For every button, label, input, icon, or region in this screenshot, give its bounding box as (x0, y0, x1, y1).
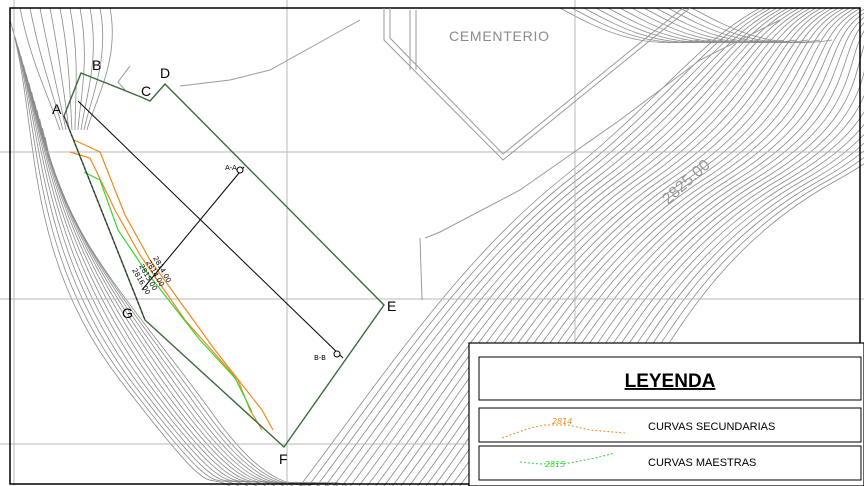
contour-line (691, 7, 833, 43)
master-curves (83, 171, 253, 413)
contour-line (358, 7, 800, 486)
contour-line (392, 7, 822, 486)
legend-master-sample (519, 452, 616, 465)
section-label-b-b: B-B (314, 354, 326, 362)
legend-secondary-label: CURVAS SECUNDARIAS (648, 421, 775, 433)
contour-line (49, 7, 70, 131)
contour-line (375, 7, 811, 486)
contour-line (9, 19, 231, 486)
contour-line (17, 46, 258, 486)
contour-line (324, 7, 777, 486)
contour-line (366, 7, 805, 486)
section-line-b-b (77, 100, 344, 359)
cemetery-label: CEMENTERIO (449, 28, 549, 44)
contour-line (12, 28, 240, 486)
map-frame (9, 7, 861, 485)
contour-line (333, 7, 783, 486)
section-line-a-a (141, 166, 245, 291)
point-f: F (279, 451, 288, 467)
legend-box: LEYENDA 2814 CURVAS SECUNDARIAS 2815 CUR… (468, 342, 864, 486)
contour-line (15, 37, 249, 486)
point-g: G (122, 305, 133, 321)
contour-line (299, 7, 761, 486)
point-c: C (141, 83, 151, 99)
legend-secondary-sample-text: 2814 (552, 417, 572, 426)
contour-line (29, 7, 64, 131)
contour-line (69, 7, 77, 131)
contour-line (341, 7, 789, 486)
section-b-marker-icon (333, 350, 341, 358)
section-label-a-a: A-A (225, 164, 237, 172)
point-e: E (387, 298, 396, 314)
cemetery-walls (117, 7, 781, 301)
legend-master-label: CURVAS MAESTRAS (648, 457, 756, 469)
contour-line (400, 7, 828, 486)
point-a: A (52, 101, 62, 117)
contour-line (383, 7, 817, 486)
legend-secondary-sample (501, 424, 626, 439)
point-d: D (160, 65, 170, 81)
legend-title: LEYENDA (625, 371, 716, 392)
contour-line (39, 7, 67, 131)
point-b: B (92, 57, 101, 73)
contour-line (316, 7, 772, 486)
section-a-marker-icon (236, 166, 244, 174)
property-boundary (63, 72, 385, 449)
contour-line (59, 7, 73, 131)
contour-line (19, 7, 61, 131)
contour-line (308, 7, 766, 486)
legend-master-sample-text: 2815 (545, 460, 565, 469)
contour-line (86, 7, 113, 131)
contour-line (83, 7, 104, 131)
boundary-dashed-edge (63, 115, 146, 321)
contour-line (20, 55, 267, 486)
contour-line (679, 7, 821, 43)
contour-line (350, 7, 794, 486)
contour-line (77, 7, 85, 131)
